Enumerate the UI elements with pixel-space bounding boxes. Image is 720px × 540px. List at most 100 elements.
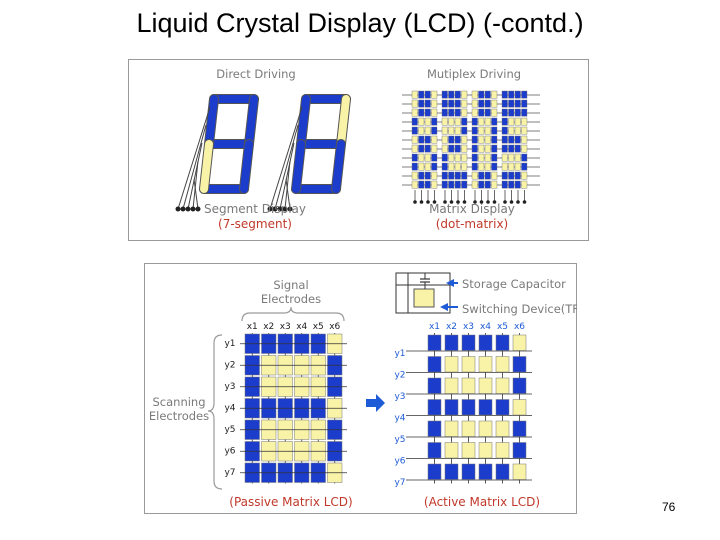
matrix-display-label: Matrix Display <box>429 202 515 216</box>
active-col-label-x2: x2 <box>446 322 457 332</box>
matrix-dot <box>448 90 455 99</box>
matrix-dot <box>491 90 498 99</box>
multiplex-driving-label: Mutiplex Driving <box>427 67 521 81</box>
active-pixel <box>495 420 510 437</box>
matrix-dot <box>424 135 431 144</box>
matrix-dot <box>521 162 528 171</box>
matrix-dot <box>484 108 491 117</box>
active-matrix-caption: (Active Matrix LCD) <box>424 495 540 509</box>
scanning-electrodes-label-2: Electrodes <box>149 409 209 423</box>
matrix-terminal <box>443 200 447 204</box>
matrix-dot <box>514 171 521 180</box>
matrix-dot <box>411 144 418 153</box>
matrix-dot <box>431 108 438 117</box>
matrix-terminal <box>509 200 514 204</box>
matrix-terminal <box>419 200 424 204</box>
matrix-dot <box>418 144 425 153</box>
active-pixel <box>444 463 459 480</box>
matrix-dot <box>418 90 425 99</box>
active-col-label-x3: x3 <box>463 322 474 332</box>
segment-b-digit-2 <box>337 95 350 148</box>
matrix-terminal <box>426 200 430 204</box>
matrix-dot <box>501 126 508 135</box>
matrix-dot <box>448 117 455 126</box>
matrix-dot <box>424 153 431 162</box>
matrix-dot <box>424 180 431 189</box>
active-pixel <box>478 420 493 437</box>
active-pixel <box>444 356 459 373</box>
matrix-terminal <box>449 200 454 204</box>
tft-pixel-inset <box>395 272 451 314</box>
matrix-dot <box>478 171 485 180</box>
matrix-dot <box>508 171 515 180</box>
matrix-terminal <box>413 200 417 204</box>
matrix-dot <box>441 153 448 162</box>
active-pixel <box>495 399 510 416</box>
matrix-dot <box>471 180 478 189</box>
matrix-dot <box>424 117 431 126</box>
matrix-dot <box>411 108 418 117</box>
switching-device-label: Switching Device(TFT) <box>462 302 577 316</box>
signal-electrodes-label-1: Signal <box>273 278 308 292</box>
matrix-dot <box>508 180 515 189</box>
passive-matrix-caption: (Passive Matrix LCD) <box>229 495 352 509</box>
active-pixel <box>427 356 442 373</box>
matrix-dot <box>461 180 468 189</box>
matrix-lcd-diagram: Signal Electrodes Scanning Electrodes x1… <box>144 263 577 514</box>
matrix-terminal <box>473 200 477 204</box>
matrix-dot <box>501 153 508 162</box>
wire-line <box>177 106 211 210</box>
matrix-dot <box>431 135 438 144</box>
matrix-dot <box>501 135 508 144</box>
wire-line <box>279 142 295 210</box>
segment-f-digit-2 <box>297 95 310 148</box>
matrix-dot <box>484 117 491 126</box>
matrix-dot <box>471 108 478 117</box>
matrix-dot <box>484 162 491 171</box>
matrix-dot <box>448 99 455 108</box>
matrix-dot <box>461 117 468 126</box>
active-pixel <box>444 377 459 394</box>
matrix-dot <box>514 153 521 162</box>
matrix-dot <box>471 135 478 144</box>
matrix-dot <box>478 117 485 126</box>
active-pixel <box>461 399 476 416</box>
active-pixel <box>478 356 493 373</box>
segment-c-digit-2 <box>332 140 345 193</box>
matrix-dot <box>418 108 425 117</box>
active-pixel <box>444 334 459 351</box>
seven-segment-display <box>175 94 351 212</box>
matrix-dot <box>448 180 455 189</box>
active-pixel <box>495 334 510 351</box>
matrix-dot <box>478 99 485 108</box>
matrix-dot <box>448 126 455 135</box>
active-pixel <box>444 420 459 437</box>
matrix-dot <box>471 117 478 126</box>
matrix-dot <box>514 180 521 189</box>
matrix-dot <box>418 171 425 180</box>
matrix-dot <box>484 135 491 144</box>
matrix-dot <box>508 144 515 153</box>
wire-line <box>187 142 203 210</box>
matrix-dot <box>461 99 468 108</box>
wire-terminal <box>175 206 181 212</box>
matrix-dot <box>484 90 491 99</box>
matrix-dot <box>441 180 448 189</box>
matrix-dot <box>454 108 461 117</box>
matrix-dot <box>484 144 491 153</box>
matrix-dot <box>471 144 478 153</box>
matrix-dot <box>424 171 431 180</box>
active-pixel <box>461 356 476 373</box>
wire-terminal <box>277 206 283 212</box>
active-col-label-x5: x5 <box>497 322 508 332</box>
matrix-dot <box>454 180 461 189</box>
segment-c-digit-1 <box>240 140 253 193</box>
wire-line <box>182 124 207 210</box>
matrix-dot <box>418 126 425 135</box>
matrix-dot <box>508 90 515 99</box>
matrix-dot <box>491 144 498 153</box>
matrix-dot <box>448 153 455 162</box>
matrix-dot <box>501 117 508 126</box>
active-col-label-x6: x6 <box>514 322 525 332</box>
